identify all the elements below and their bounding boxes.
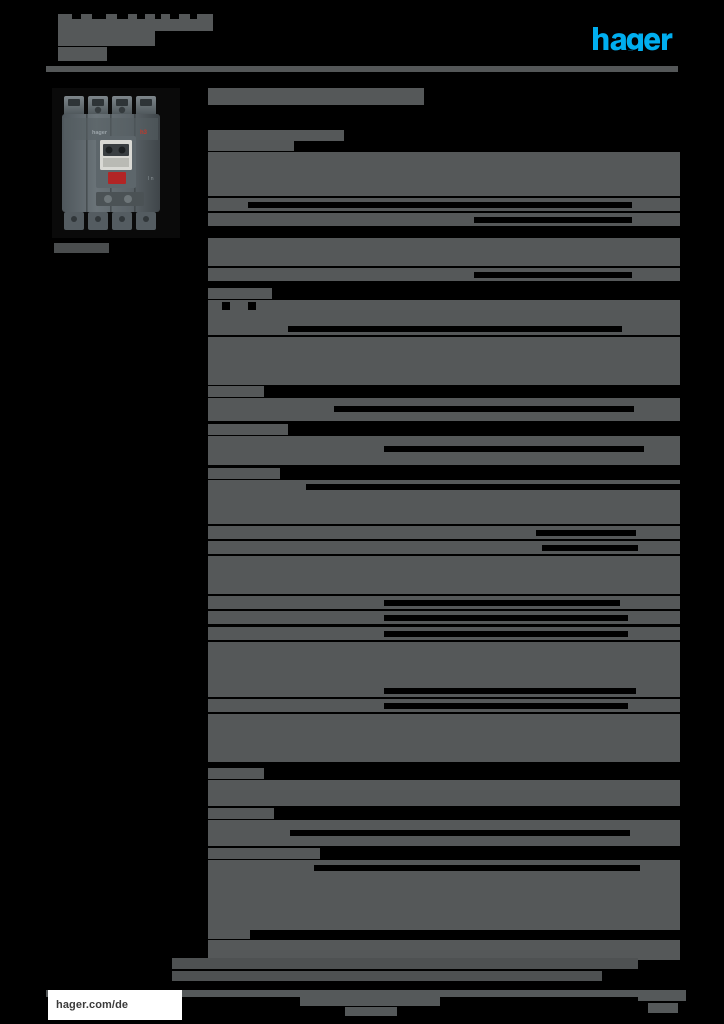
table-row: [208, 198, 680, 211]
table-row: [208, 238, 680, 266]
table-row: [208, 213, 680, 226]
dot-leader: [288, 326, 622, 332]
dot-leader: [384, 446, 644, 452]
dot-leader: [542, 545, 638, 551]
title-notch: [92, 14, 106, 19]
title-notch: [190, 14, 197, 19]
section-heading: [208, 386, 264, 397]
table-row: [208, 940, 680, 960]
section-heading: [208, 768, 264, 779]
section-heading: [208, 468, 280, 479]
table-row: [208, 398, 680, 421]
title-notch: [137, 14, 145, 19]
dot-leader: [384, 615, 628, 621]
dot-leader: [306, 484, 680, 490]
dot-leader: [384, 703, 628, 709]
table-row: [208, 436, 680, 465]
footer-divider: [46, 990, 678, 997]
hager-logo-icon: [593, 27, 673, 56]
footer-page-number: [638, 990, 686, 1001]
svg-text:h3: h3: [140, 130, 148, 136]
table-row: [208, 699, 680, 712]
table-row: [208, 300, 680, 322]
svg-text:hager: hager: [92, 130, 108, 136]
dot-leader: [290, 830, 630, 836]
title-notch: [155, 14, 161, 19]
footer-page-number-secondary: [648, 1003, 678, 1013]
dot-leader: [536, 530, 636, 536]
table-row: [208, 556, 680, 594]
title-notch: [72, 14, 81, 19]
document-title-line-2: [58, 31, 155, 46]
table-row: [208, 780, 680, 806]
dot-leader: [384, 688, 636, 694]
table-row: [208, 268, 680, 281]
svg-text:I n: I n: [148, 176, 154, 182]
title-notch: [117, 14, 128, 19]
page-footer: [0, 958, 724, 1024]
table-row: [208, 541, 680, 554]
section-heading: [208, 288, 272, 299]
section-heading: [208, 808, 274, 819]
document-subtitle: [58, 47, 107, 61]
table-row: [208, 714, 680, 762]
table-row: [208, 627, 680, 640]
title-notch: [170, 14, 179, 19]
dot-leader: [334, 406, 634, 412]
dot-leader: [384, 631, 628, 637]
table-row: [208, 876, 680, 930]
dot-leader: [248, 302, 256, 310]
page-header: [0, 0, 724, 78]
header-divider: [46, 66, 678, 72]
figure-caption: [54, 243, 109, 253]
table-row: [208, 337, 680, 385]
circuit-breaker-illustration: hager h3 I n: [62, 96, 160, 230]
footer-center-text: [300, 995, 440, 1006]
section-heading: [208, 140, 294, 151]
dot-leader: [314, 865, 640, 871]
section-heading: [208, 848, 320, 859]
table-row: [208, 860, 680, 876]
product-image: hager h3 I n: [52, 88, 180, 238]
page-subtitle: [208, 130, 344, 141]
dot-leader: [248, 202, 632, 208]
dot-leader: [474, 217, 632, 223]
footer-url-text: hager.com/de: [56, 999, 129, 1011]
table-row: [208, 820, 680, 846]
table-row: [208, 596, 680, 609]
dot-leader: [384, 600, 620, 606]
section-heading: [208, 424, 288, 435]
dot-leader: [222, 302, 230, 310]
table-row: [208, 684, 680, 697]
hager-logo: [592, 27, 676, 56]
table-row: [208, 152, 680, 196]
section-heading: [208, 928, 250, 939]
table-row: [208, 322, 680, 335]
footer-url-badge[interactable]: hager.com/de: [48, 990, 182, 1020]
dot-leader: [474, 272, 632, 278]
table-row: [208, 611, 680, 624]
table-row: [208, 526, 680, 539]
footer-note-line-2: [172, 971, 602, 981]
footer-center-text-secondary: [345, 1007, 397, 1016]
table-row: [208, 480, 680, 524]
footer-note-line-1: [172, 958, 638, 969]
page-title: [208, 88, 424, 105]
